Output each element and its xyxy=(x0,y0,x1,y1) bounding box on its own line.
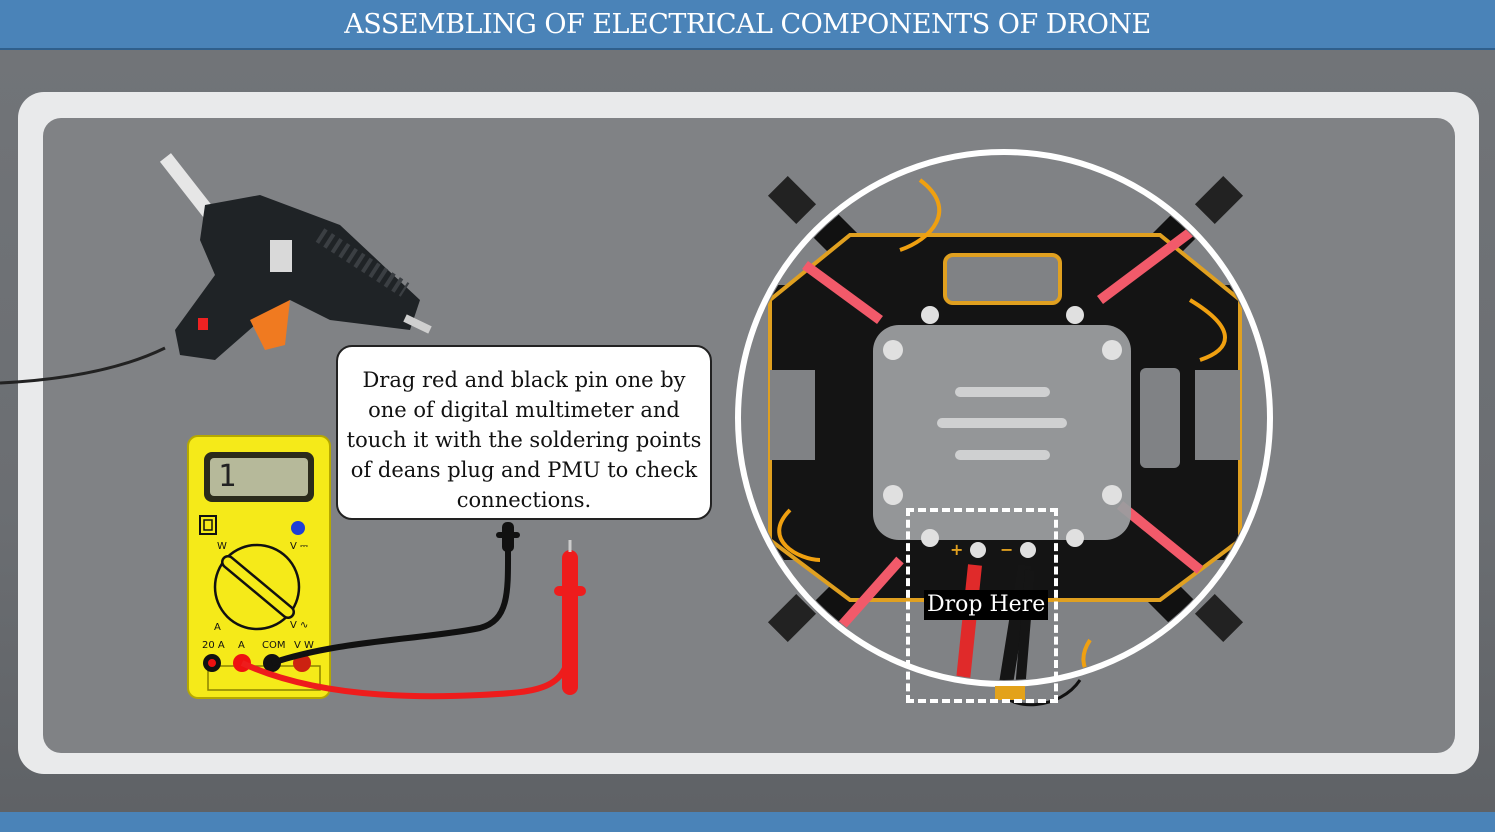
footer-bar xyxy=(0,812,1495,832)
red-probe[interactable] xyxy=(240,540,586,700)
drone-frame xyxy=(735,149,1273,707)
page-title: ASSEMBLING OF ELECTRICAL COMPONENTS OF D… xyxy=(344,8,1151,40)
glue-gun-icon[interactable] xyxy=(0,153,432,385)
port-label-vw: V W xyxy=(294,640,314,651)
multimeter-display: 1 xyxy=(218,459,237,494)
pad-negative-label: − xyxy=(1000,540,1014,559)
port-label-com: COM xyxy=(262,640,286,651)
label-a: A xyxy=(214,622,221,633)
drop-zone[interactable] xyxy=(906,508,1058,703)
port-label-20a: 20 A xyxy=(202,640,225,651)
instruction-callout: Drag red and black pin one by one of dig… xyxy=(336,345,712,520)
drop-here-label: Drop Here xyxy=(924,590,1049,620)
label-v-ac: V ∿ xyxy=(290,620,309,631)
instruction-text: Drag red and black pin one by one of dig… xyxy=(346,368,702,512)
black-probe[interactable] xyxy=(271,522,520,666)
label-v-dc: V ⎓ xyxy=(290,541,308,552)
pad-positive-label: + xyxy=(950,540,964,559)
port-label-a: A xyxy=(238,640,245,651)
header-bar: ASSEMBLING OF ELECTRICAL COMPONENTS OF D… xyxy=(0,0,1495,50)
label-w: W xyxy=(217,541,227,552)
multimeter xyxy=(187,435,331,699)
